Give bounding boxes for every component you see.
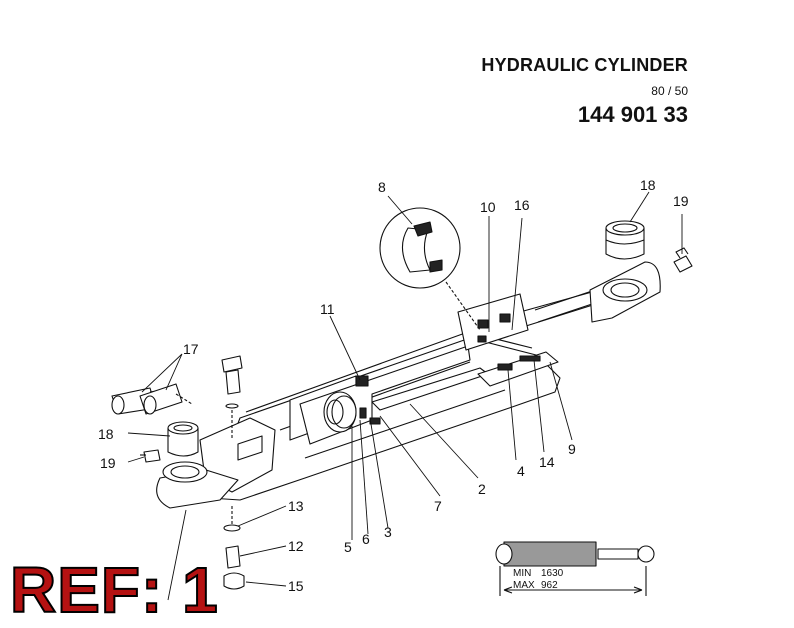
diagram-title: HYDRAULIC CYLINDER bbox=[481, 55, 688, 75]
callout-labels: 8 10 16 18 19 11 17 18 19 13 12 15 5 6 3… bbox=[98, 177, 689, 594]
rod-end-eye bbox=[589, 261, 661, 323]
callout-16: 16 bbox=[514, 197, 530, 213]
bushing-top bbox=[605, 220, 645, 260]
model-size: 80 / 50 bbox=[651, 84, 688, 98]
callout-11: 11 bbox=[320, 301, 335, 317]
min-label: MIN bbox=[513, 568, 531, 579]
callout-2: 2 bbox=[478, 481, 486, 497]
callout-8: 8 bbox=[378, 179, 386, 195]
gland-head bbox=[457, 293, 529, 351]
callout-18-top: 18 bbox=[640, 177, 656, 193]
piston bbox=[323, 375, 381, 433]
ref-label: REF: 1 bbox=[9, 554, 219, 626]
part-number: 144 901 33 bbox=[577, 102, 688, 127]
max-value: 962 bbox=[541, 580, 558, 591]
callout-5: 5 bbox=[344, 539, 352, 555]
callout-7: 7 bbox=[434, 498, 442, 514]
length-dimension-sketch bbox=[495, 541, 655, 596]
grease-nipple-bottom bbox=[140, 449, 161, 463]
lower-seals bbox=[477, 351, 559, 387]
callout-13: 13 bbox=[288, 498, 304, 514]
callout-14: 14 bbox=[539, 454, 555, 470]
callout-4: 4 bbox=[517, 463, 525, 479]
hydraulic-fittings bbox=[111, 383, 193, 415]
grease-nipple-top bbox=[673, 247, 693, 273]
cylinder-base-eye bbox=[156, 461, 239, 509]
callout-12: 12 bbox=[288, 538, 304, 554]
callout-17: 17 bbox=[183, 341, 199, 357]
callout-18-bottom: 18 bbox=[98, 426, 114, 442]
callout-19-bottom: 19 bbox=[100, 455, 116, 471]
callout-15: 15 bbox=[288, 578, 304, 594]
min-value: 1630 bbox=[541, 568, 564, 579]
seal-detail-circle bbox=[379, 207, 481, 331]
port-fitting-stack bbox=[221, 355, 245, 590]
callout-6: 6 bbox=[362, 531, 370, 547]
callout-3: 3 bbox=[384, 524, 392, 540]
max-label: MAX bbox=[513, 580, 535, 591]
callout-leaders bbox=[127, 191, 683, 601]
callout-10: 10 bbox=[480, 199, 496, 215]
callout-9: 9 bbox=[568, 441, 576, 457]
bushing-bottom bbox=[167, 421, 199, 457]
callout-19-top: 19 bbox=[673, 193, 689, 209]
